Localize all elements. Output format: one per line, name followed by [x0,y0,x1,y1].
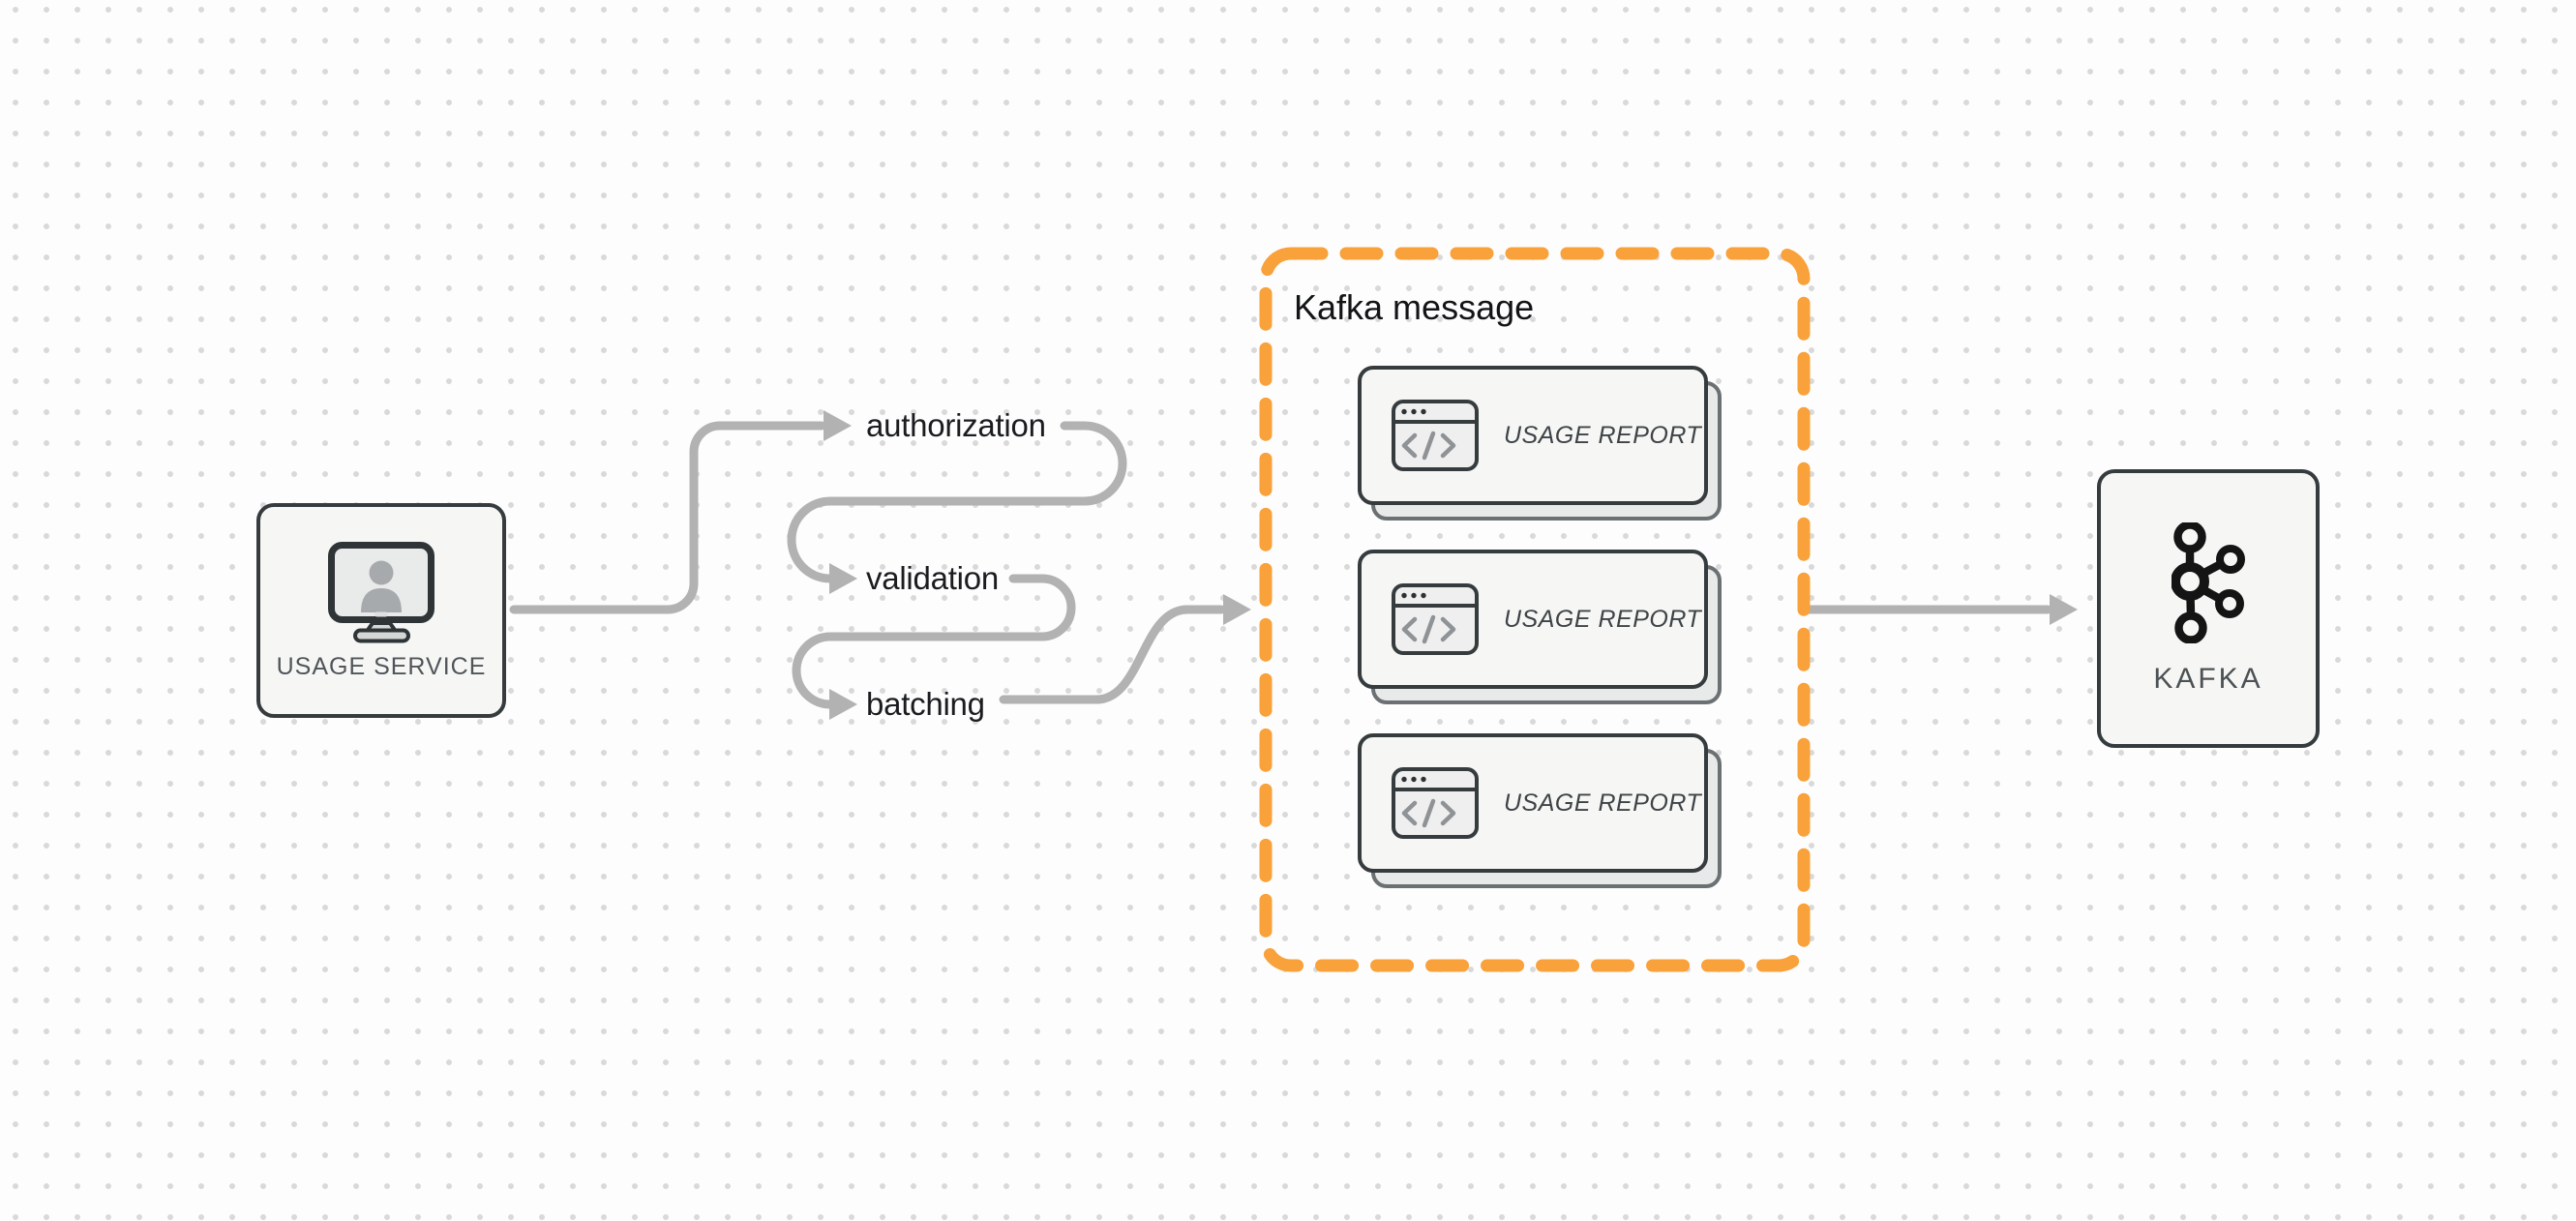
flow-line-usage-to-authorization [509,421,826,614]
usage-service-label: USAGE SERVICE [276,653,487,680]
usage-report-card-face: USAGE REPORT [1358,550,1708,689]
code-window-icon [1392,583,1479,655]
kafka-label: KAFKA [2153,662,2263,695]
code-window-icon [1392,400,1479,471]
step-label-validation: validation [866,560,999,596]
monitor-user-icon [328,542,434,643]
arrowhead-batching [829,689,857,720]
kafka-message-group-title: Kafka message [1294,287,1535,327]
step-label-authorization: authorization [866,407,1046,443]
flow-line-batching-to-kafka-message [999,605,1226,704]
flow-line-validation-to-batching [792,574,1076,709]
kafka-node: KAFKA [2097,469,2320,748]
kafka-message-group-outline [1259,247,1811,972]
usage-report-card: USAGE REPORT [1358,366,1722,521]
arrowhead-kafka-message [1223,594,1251,625]
arrowhead-validation [829,563,857,594]
usage-report-card: USAGE REPORT [1358,733,1722,888]
flow-lines [509,421,2052,709]
usage-service-node: USAGE SERVICE [256,503,506,718]
flow-line-authorization-to-validation [787,421,1127,583]
usage-report-card-face: USAGE REPORT [1358,733,1708,873]
usage-report-label: USAGE REPORT [1504,789,1702,817]
usage-report-card: USAGE REPORT [1358,550,1722,704]
usage-report-label: USAGE REPORT [1504,605,1702,633]
arrowhead-authorization [824,410,852,441]
flow-arrowheads [824,410,2078,720]
code-window-icon [1392,767,1479,839]
step-label-batching: batching [866,686,985,722]
usage-report-label: USAGE REPORT [1504,421,1702,449]
kafka-logo-icon [2172,521,2245,643]
usage-report-card-face: USAGE REPORT [1358,366,1708,505]
user-silhouette [361,560,402,612]
arrowhead-kafka [2050,594,2078,625]
